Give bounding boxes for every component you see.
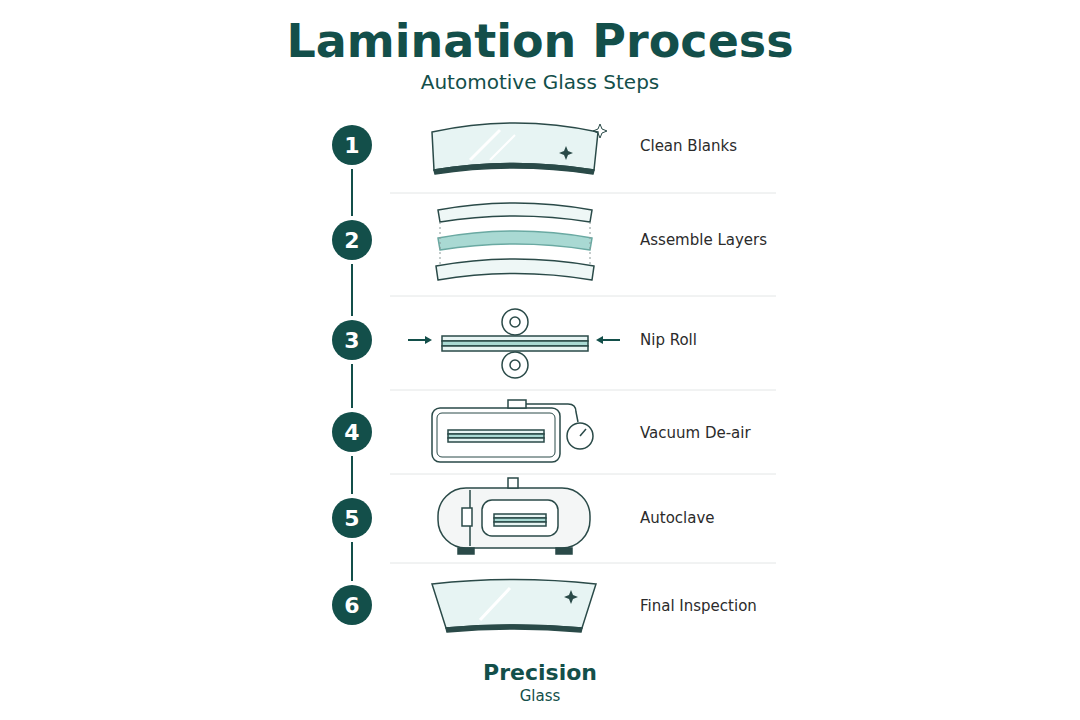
step-number: 4 <box>344 420 359 445</box>
separator-lines <box>390 193 776 563</box>
step-connector <box>352 456 353 494</box>
nip-roll <box>408 309 620 378</box>
step-label: Final Inspection <box>640 597 757 615</box>
step-label: Vacuum De-air <box>640 424 751 442</box>
step-label: Nip Roll <box>640 331 697 349</box>
step-number: 2 <box>344 228 359 253</box>
step-label: Clean Blanks <box>640 137 737 155</box>
brand-name: Precision <box>483 660 597 685</box>
autoclave <box>438 478 590 554</box>
title: Lamination Process <box>286 14 793 68</box>
step-number: 3 <box>344 328 359 353</box>
step-connector <box>352 542 353 581</box>
step-connector <box>352 169 353 216</box>
step-circle: 1 <box>332 125 372 165</box>
glass-layers <box>436 203 594 280</box>
glass-blank <box>432 123 607 174</box>
step-circle: 2 <box>332 220 372 260</box>
step-circle: 6 <box>332 585 372 625</box>
step-number: 5 <box>344 506 359 531</box>
step-circle: 5 <box>332 498 372 538</box>
windshield <box>432 580 596 633</box>
step-number: 1 <box>344 133 359 158</box>
vacuum-chamber <box>432 400 593 462</box>
subtitle: Automotive Glass Steps <box>421 70 660 94</box>
step-number: 6 <box>344 593 359 618</box>
step-connector <box>352 364 353 408</box>
step-label: Autoclave <box>640 509 715 527</box>
step-circle: 4 <box>332 412 372 452</box>
step-connector <box>352 264 353 316</box>
step-circle: 3 <box>332 320 372 360</box>
step-label: Assemble Layers <box>640 231 767 249</box>
brand-subname: Glass <box>520 687 561 705</box>
